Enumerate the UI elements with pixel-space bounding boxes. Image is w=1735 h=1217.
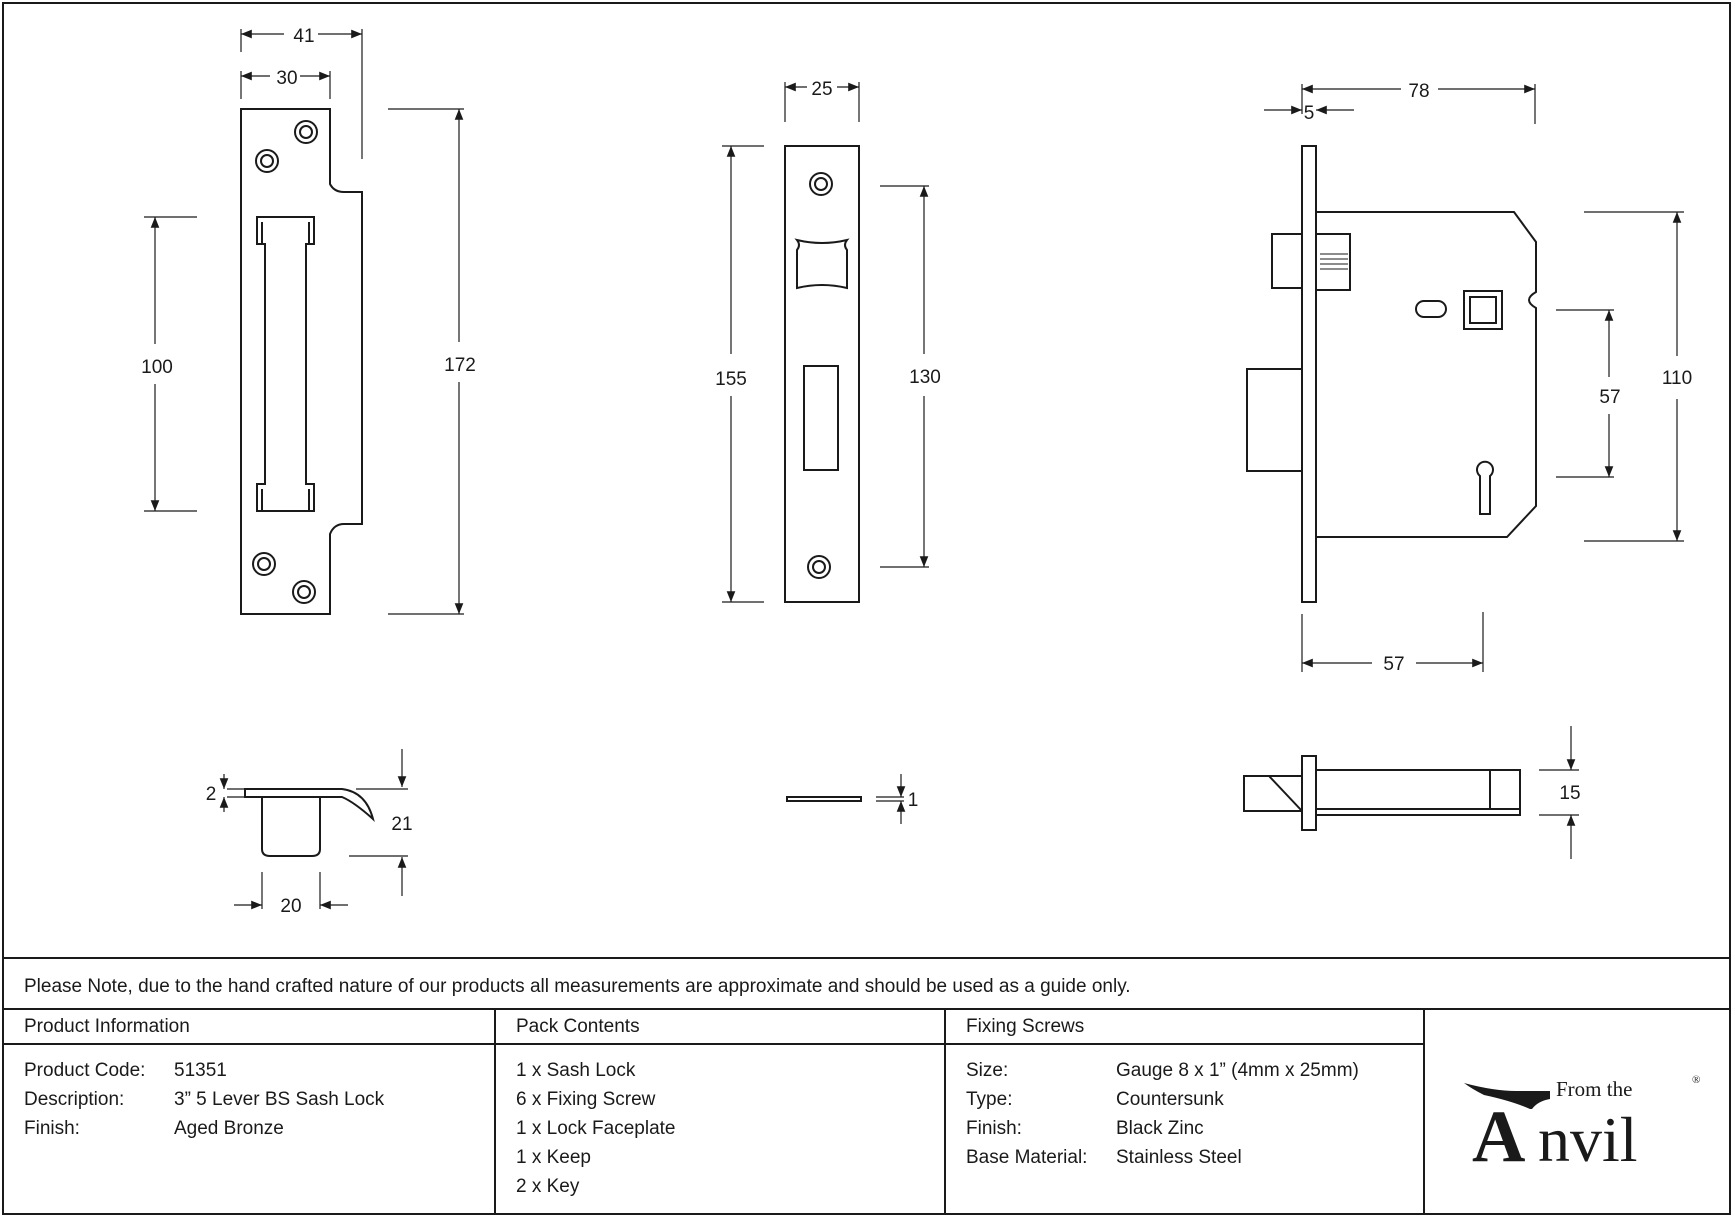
- pack-item: 1 x Keep: [516, 1147, 591, 1168]
- pack-item: 1 x Lock Faceplate: [516, 1118, 676, 1139]
- faceplate-edge-view: [786, 796, 862, 802]
- from-the-anvil-logo: From the ® A nvil: [1464, 1074, 1700, 1169]
- dim-lock-case-height: 110: [1662, 368, 1692, 389]
- screw-base-material-value: Stainless Steel: [1116, 1147, 1242, 1168]
- lock-body-side-view: [1246, 145, 1537, 603]
- dim-keep-end-depth: 21: [391, 814, 412, 835]
- dim-forend-thickness: 5: [1304, 103, 1315, 124]
- dim-faceplate-screw-centres: 130: [909, 367, 941, 388]
- keep-dimensions: [144, 29, 464, 615]
- product-code-value: 51351: [174, 1060, 227, 1081]
- lock-top-dimensions: [1539, 726, 1579, 859]
- screw-size-label: Size:: [966, 1060, 1009, 1081]
- faceplate-dimensions: [722, 82, 929, 603]
- dim-lock-centres: 57: [1599, 387, 1620, 408]
- dim-backset: 57: [1383, 654, 1404, 675]
- screw-finish-value: Black Zinc: [1116, 1118, 1204, 1139]
- screw-type-value: Countersunk: [1116, 1089, 1224, 1110]
- dim-lock-depth: 78: [1408, 81, 1429, 102]
- dim-faceplate-height: 155: [715, 369, 747, 390]
- lock-dimensions: [1264, 84, 1684, 672]
- faceplate-edge-dimensions: [876, 774, 906, 824]
- pack-contents-title: Pack Contents: [516, 1016, 640, 1037]
- pack-item: 6 x Fixing Screw: [516, 1089, 656, 1110]
- technical-drawing: 41 30 100 172 25 155 130 78 5 110 57 57 …: [141, 26, 1692, 917]
- finish-label: Finish:: [24, 1118, 80, 1139]
- divider: [944, 1008, 946, 1213]
- measurement-note: Please Note, due to the hand crafted nat…: [24, 976, 1131, 997]
- logo-letter-a: A: [1472, 1096, 1525, 1169]
- screw-base-material-label: Base Material:: [966, 1147, 1088, 1168]
- keep-front-view: [240, 108, 363, 615]
- logo-mark: ®: [1692, 1074, 1700, 1086]
- lock-top-view: [1243, 755, 1521, 831]
- dimension-labels: 41 30 100 172 25 155 130 78 5 110 57 57 …: [141, 26, 1692, 917]
- description-label: Description:: [24, 1089, 125, 1110]
- dim-keep-height: 172: [444, 355, 476, 376]
- dim-faceplate-thickness: 1: [908, 790, 919, 811]
- finish-value: Aged Bronze: [174, 1118, 284, 1139]
- product-code-label: Product Code:: [24, 1060, 146, 1081]
- divider: [494, 1008, 496, 1213]
- logo-nvil: nvil: [1538, 1104, 1638, 1169]
- dim-keep-slot-height: 100: [141, 357, 173, 378]
- pack-item: 2 x Key: [516, 1176, 580, 1197]
- pack-item: 1 x Sash Lock: [516, 1060, 636, 1081]
- logo-from-the: From the: [1556, 1077, 1632, 1101]
- dim-keep-end-lip: 2: [206, 784, 217, 805]
- product-information-title: Product Information: [24, 1016, 190, 1037]
- divider: [1423, 1008, 1425, 1213]
- dim-keep-end-width: 20: [280, 896, 301, 917]
- keep-end-dimensions: [219, 749, 408, 910]
- dim-keep-width-inner: 30: [276, 68, 297, 89]
- screw-finish-label: Finish:: [966, 1118, 1022, 1139]
- fixing-screws-title: Fixing Screws: [966, 1016, 1085, 1037]
- screw-type-label: Type:: [966, 1089, 1013, 1110]
- dim-lock-case-thickness: 15: [1559, 783, 1580, 804]
- divider: [4, 1043, 1423, 1045]
- divider: [4, 957, 1729, 959]
- screw-size-value: Gauge 8 x 1” (4mm x 25mm): [1116, 1060, 1359, 1081]
- dim-faceplate-width: 25: [811, 79, 832, 100]
- keep-end-view: [244, 788, 375, 857]
- divider: [4, 1008, 1729, 1010]
- dim-keep-width-outer: 41: [293, 26, 314, 47]
- description-value: 3” 5 Lever BS Sash Lock: [174, 1089, 385, 1110]
- anvil-icon: [1464, 1083, 1550, 1109]
- faceplate-front-view: [784, 145, 860, 603]
